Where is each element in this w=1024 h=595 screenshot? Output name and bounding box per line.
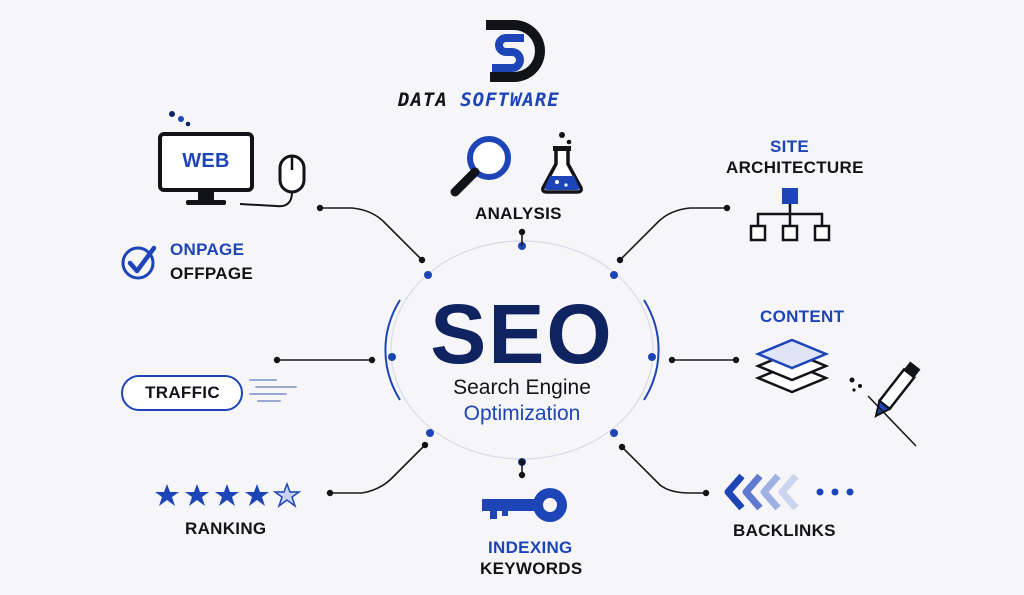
offpage-label: OFFPAGE — [170, 264, 254, 283]
check-circle-icon — [120, 244, 160, 280]
analysis-label: ANALYSIS — [475, 204, 562, 223]
traffic-pill — [121, 375, 243, 411]
sitemap-icon — [748, 186, 834, 242]
seo-title: SEO — [430, 287, 614, 381]
backlinks-chevrons-icon — [722, 472, 858, 512]
star-icon — [155, 484, 179, 506]
brand-name-part2: SOFTWARE — [460, 89, 560, 111]
flask-icon — [538, 130, 586, 196]
seo-subtitle-line2: Optimization — [463, 402, 581, 425]
ds-logo-icon — [486, 20, 545, 82]
star-outline-icon — [272, 481, 302, 509]
content-label: CONTENT — [760, 307, 845, 326]
backlinks-label: BACKLINKS — [733, 521, 836, 540]
connector-endpoints — [273, 204, 740, 497]
pen-icon — [844, 356, 934, 448]
web-label: WEB — [182, 150, 230, 172]
brand-logo-mark: DS — [478, 14, 552, 84]
star-icon — [215, 484, 239, 506]
seo-subtitle-line1: Search Engine — [453, 376, 591, 399]
ranking-label: RANKING — [185, 519, 267, 538]
layers-icon — [752, 334, 832, 400]
traffic-label: TRAFFIC — [145, 383, 220, 402]
left-blue-arc — [384, 299, 401, 401]
star-icon — [185, 484, 209, 506]
site-architecture-label-line1: SITE — [770, 137, 809, 156]
keywords-label: KEYWORDS — [480, 559, 583, 578]
monitor-icon — [158, 111, 306, 208]
star-icon — [245, 484, 269, 506]
site-architecture-label-line2: ARCHITECTURE — [726, 158, 864, 177]
brand-wordmark: DATA SOFTWARE — [398, 89, 628, 111]
rating-stars — [153, 481, 303, 509]
magnifier-icon — [445, 134, 520, 198]
right-blue-arc — [643, 299, 660, 401]
speed-lines-icon — [246, 377, 300, 407]
key-icon — [476, 484, 572, 526]
indexing-label: INDEXING — [488, 538, 573, 557]
web-node — [158, 108, 318, 213]
brand-name-part1: DATA — [398, 89, 448, 111]
onpage-label: ONPAGE — [170, 240, 245, 259]
